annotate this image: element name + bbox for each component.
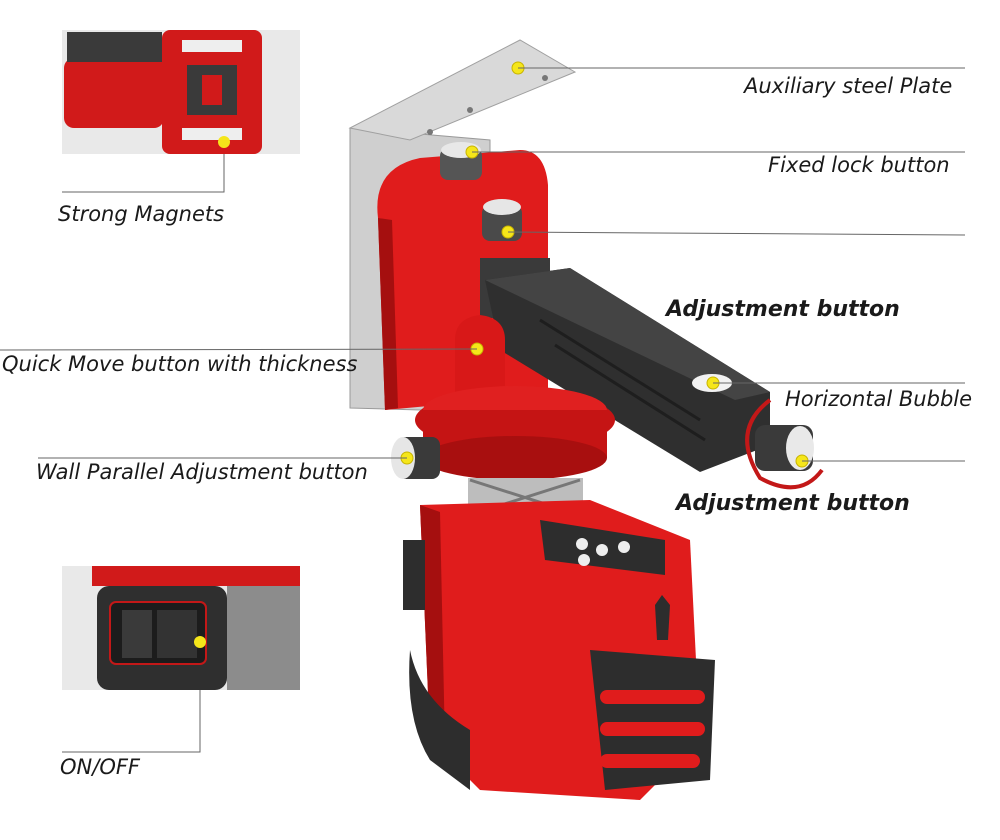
magnets-closeup-image [62, 30, 300, 154]
label-horizontal-bubble: Horizontal Bubble [785, 387, 973, 411]
swivel-base [415, 315, 615, 480]
switch-closeup-image [62, 566, 300, 690]
inset-on-off [62, 566, 300, 690]
label-adjustment-button-top: Adjustment button [666, 297, 900, 322]
top-adjustment-knob [482, 199, 522, 241]
label-fixed-lock-button: Fixed lock button [768, 153, 950, 177]
leader-lines [0, 67, 966, 753]
inset-strong-magnets [62, 30, 300, 154]
label-quick-move-button: Quick Move button with thickness [2, 352, 358, 376]
label-auxiliary-steel-plate: Auxiliary steel Plate [744, 74, 953, 98]
black-arm [485, 268, 770, 472]
laser-level-body [403, 478, 715, 800]
label-adjustment-button-bottom: Adjustment button [676, 491, 910, 516]
end-adjustment-knob [745, 398, 824, 490]
label-wall-parallel-button: Wall Parallel Adjustment button [36, 460, 368, 484]
label-strong-magnets: Strong Magnets [58, 202, 225, 226]
label-on-off: ON/OFF [60, 755, 141, 779]
